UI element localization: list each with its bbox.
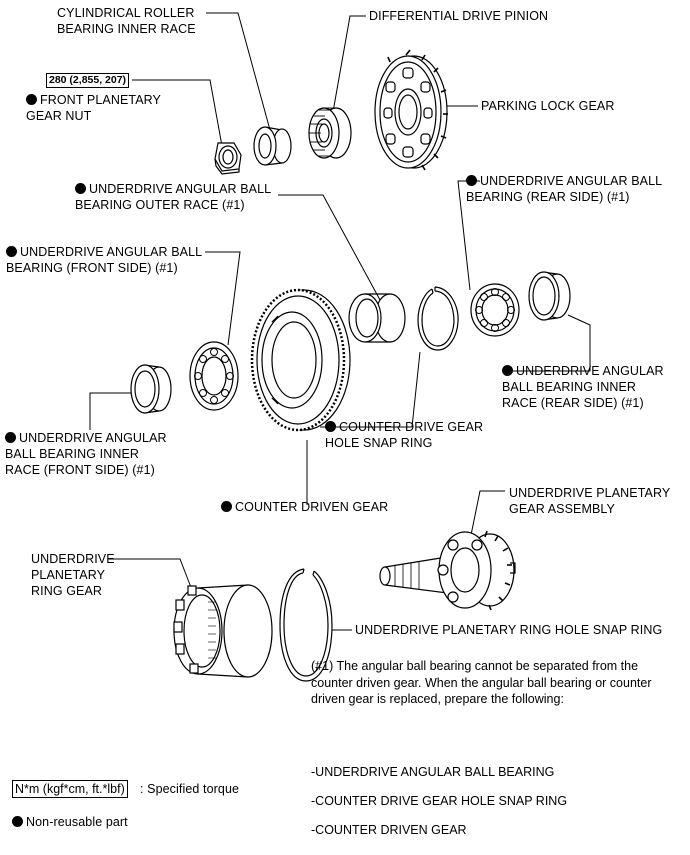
ud-ball-bearing-front [189,341,239,411]
cylindrical-roller-inner-race [253,126,292,166]
label-ud-ball-bearing-rear: UNDERDRIVE ANGULAR BALL BEARING (REAR SI… [466,174,663,204]
label-ud-ball-bearing-outer-race: UNDERDRIVE ANGULAR BALL BEARING OUTER RA… [75,182,272,212]
non-reusable-icon [221,501,232,512]
label-front-planetary-gear-nut: FRONT PLANETARY GEAR NUT [26,93,161,123]
legend-non-reusable: Non-reusable part [12,814,128,830]
ud-ring-hole-snap-ring [279,568,333,682]
non-reusable-icon [325,421,336,432]
counter-drive-snap-ring [417,286,459,351]
differential-drive-pinion [308,107,352,159]
label-counter-drive-snap-ring: COUNTER DRIVE GEAR HOLE SNAP RING [325,420,484,450]
front-planetary-gear-nut [214,142,242,175]
legend-torque-text: : Specified torque [140,782,240,796]
non-reusable-icon [466,175,477,186]
parking-lock-gear [374,49,448,171]
counter-driven-gear [250,288,351,432]
note-item: -COUNTER DRIVEN GEAR [311,823,467,837]
label-ud-ball-bearing-front: UNDERDRIVE ANGULAR BALL BEARING (FRONT S… [6,245,203,275]
non-reusable-icon [12,816,23,827]
legend-torque-box: N*m (kgf*cm, ft.*lbf) [12,780,128,798]
ud-ball-bearing-outer-race [348,293,406,343]
note-text: (#1) The angular ball bearing cannot be … [311,659,652,706]
ud-inner-race-rear [528,271,571,321]
label-ud-inner-race-front: UNDERDRIVE ANGULAR BALL BEARING INNER RA… [5,431,167,477]
ud-ball-bearing-rear [470,283,520,337]
note-item: -UNDERDRIVE ANGULAR BALL BEARING [311,765,555,779]
non-reusable-icon [5,432,16,443]
non-reusable-icon [502,365,513,376]
non-reusable-icon [6,246,17,257]
label-differential-drive-pinion: DIFFERENTIAL DRIVE PINION [369,9,549,23]
label-ud-planetary-gear-assembly: UNDERDRIVE PLANETARY GEAR ASSEMBLY [509,486,671,516]
ud-planetary-ring-gear [173,584,273,678]
label-ud-planetary-ring-gear: UNDERDRIVE PLANETARY RING GEAR [31,552,115,598]
ud-planetary-gear-assembly [379,530,516,611]
label-ud-ring-hole-snap-ring: UNDERDRIVE PLANETARY RING HOLE SNAP RING [355,623,663,637]
label-ud-inner-race-rear: UNDERDRIVE ANGULAR BALL BEARING INNER RA… [502,364,664,410]
non-reusable-icon [26,94,37,105]
torque-value-box: 280 (2,855, 207) [46,73,130,88]
label-cylindrical-roller-inner-race: CYLINDRICAL ROLLER BEARING INNER RACE [57,6,196,36]
label-parking-lock-gear: PARKING LOCK GEAR [481,99,615,113]
note-item: -COUNTER DRIVE GEAR HOLE SNAP RING [311,794,568,808]
label-counter-driven-gear: COUNTER DRIVEN GEAR [221,499,388,515]
ud-inner-race-front [130,364,172,414]
non-reusable-icon [75,183,86,194]
